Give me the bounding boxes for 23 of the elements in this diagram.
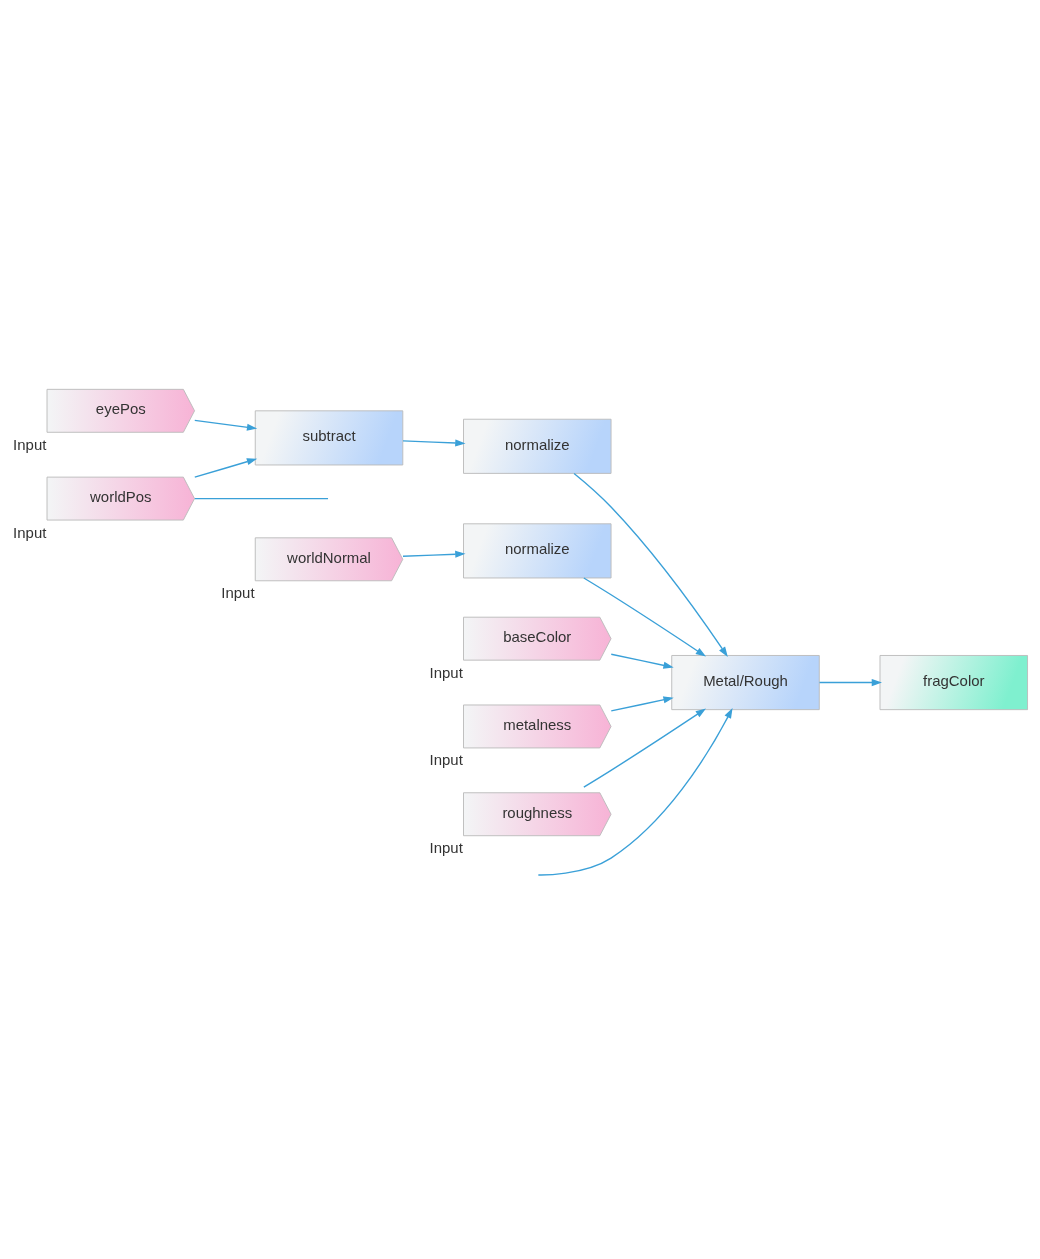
node-label: Input bbox=[429, 751, 463, 769]
connector bbox=[194, 497, 329, 500]
node-box: subtract bbox=[254, 410, 404, 466]
arrow bbox=[194, 458, 258, 478]
arrow bbox=[583, 577, 706, 657]
arrow bbox=[194, 419, 258, 431]
node-box: fragColor bbox=[879, 655, 1028, 711]
arrow bbox=[583, 708, 706, 788]
arrow bbox=[402, 439, 466, 447]
arrow bbox=[818, 678, 882, 687]
arrow bbox=[610, 653, 674, 669]
node-label: Input bbox=[13, 523, 47, 541]
node-label: Input bbox=[221, 584, 255, 602]
arrow bbox=[610, 696, 674, 712]
node-label: Input bbox=[13, 435, 47, 453]
node-box: normalize bbox=[463, 418, 612, 474]
node-box: normalize bbox=[463, 523, 612, 579]
arrow bbox=[402, 550, 466, 558]
node-label: Input bbox=[429, 839, 463, 857]
arrow bbox=[537, 708, 733, 876]
node-box: Metal/Rough bbox=[671, 655, 820, 711]
arrow bbox=[573, 472, 728, 657]
node-label: Input bbox=[429, 663, 463, 681]
